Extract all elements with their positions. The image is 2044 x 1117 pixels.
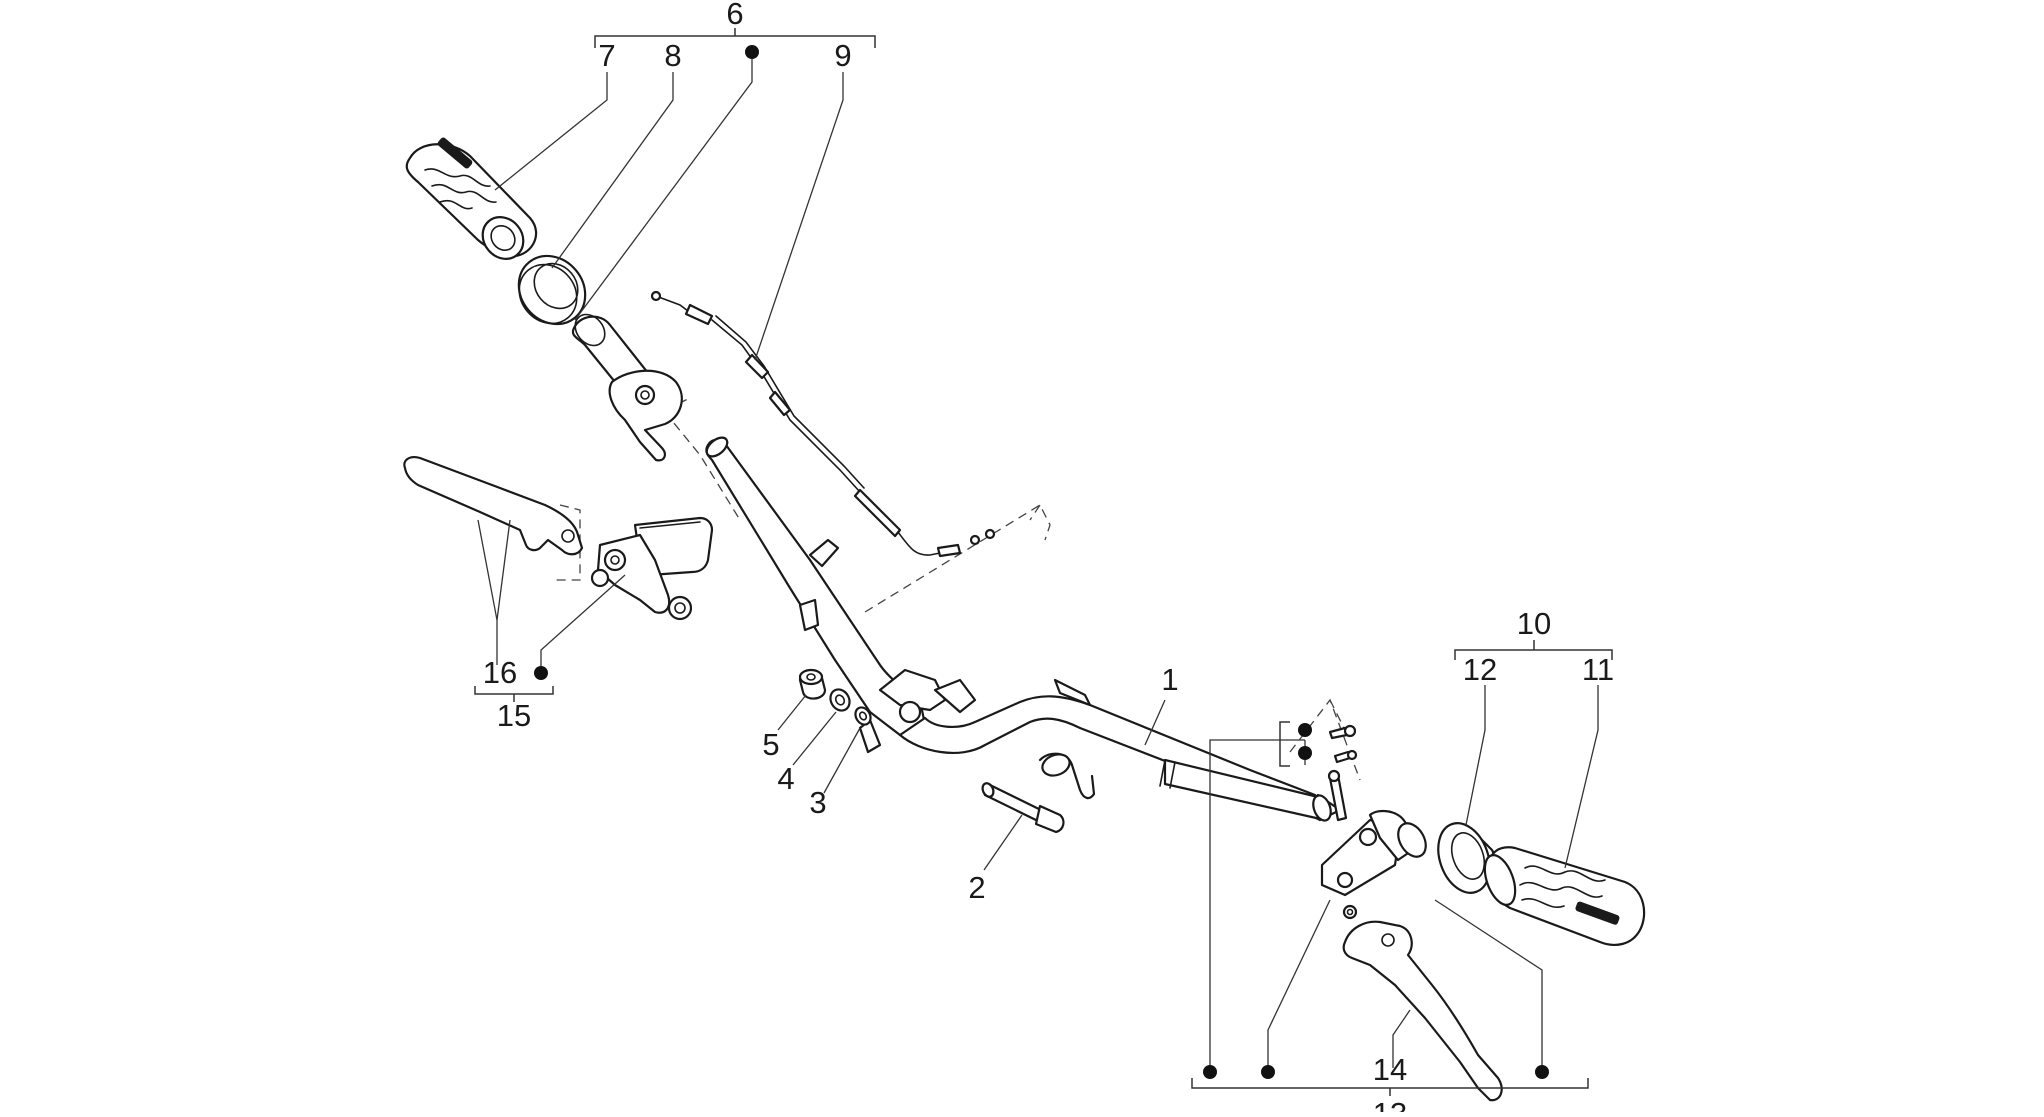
- callout-16: 16: [483, 655, 517, 690]
- callout-brackets: [474, 28, 1613, 1096]
- callout-dot-13-a: [1203, 1065, 1217, 1079]
- callout-11: 11: [1582, 652, 1614, 687]
- spacer-washer-parts: [798, 668, 872, 726]
- right-grip-ring-part: [1437, 822, 1496, 894]
- callout-5: 5: [762, 727, 779, 762]
- callout-13: 13: [1373, 1096, 1407, 1112]
- throttle-cable-part: [650, 290, 996, 558]
- callout-15: 15: [497, 698, 531, 733]
- callout-1: 1: [1161, 662, 1178, 697]
- callout-2: 2: [968, 870, 985, 905]
- callout-4: 4: [777, 761, 794, 796]
- callout-labels: 6 7 8 9 1 2 3 4 5 10 11 12 14 13 16 15: [483, 0, 1614, 1117]
- bolt-part: [981, 782, 1065, 834]
- right-brake-lever-part: [1342, 920, 1503, 1102]
- callout-7: 7: [598, 38, 615, 73]
- left-grip-ring-part: [517, 254, 587, 326]
- callout-dot-13-b: [1261, 1065, 1275, 1079]
- callout-14: 14: [1373, 1052, 1407, 1087]
- left-brake-lever-part: [403, 456, 584, 556]
- callout-dot-13-d: [1298, 723, 1312, 737]
- left-grip-part: [405, 137, 538, 260]
- callout-6: 6: [726, 0, 743, 31]
- right-lever-bracket-part: [1320, 769, 1427, 920]
- throttle-twist-grip-part: [571, 313, 683, 462]
- callout-9: 9: [834, 38, 851, 73]
- mirror-screw-parts: [1328, 724, 1358, 764]
- left-master-cylinder-part: [590, 516, 714, 621]
- callout-12: 12: [1463, 652, 1497, 687]
- callout-dot-6: [745, 45, 759, 59]
- callout-8: 8: [664, 38, 681, 73]
- handlebar-tube-part: [705, 436, 1342, 822]
- callout-dot-13-c: [1535, 1065, 1549, 1079]
- callout-3: 3: [809, 785, 826, 820]
- callout-10: 10: [1517, 606, 1551, 641]
- right-grip-part: [1483, 846, 1646, 946]
- callout-dot-13-e: [1298, 746, 1312, 760]
- callout-dot-15: [534, 666, 548, 680]
- callout-dots: [534, 45, 1549, 1079]
- leader-lines: [477, 52, 1599, 1070]
- assembly-guide-lines: [555, 397, 1361, 781]
